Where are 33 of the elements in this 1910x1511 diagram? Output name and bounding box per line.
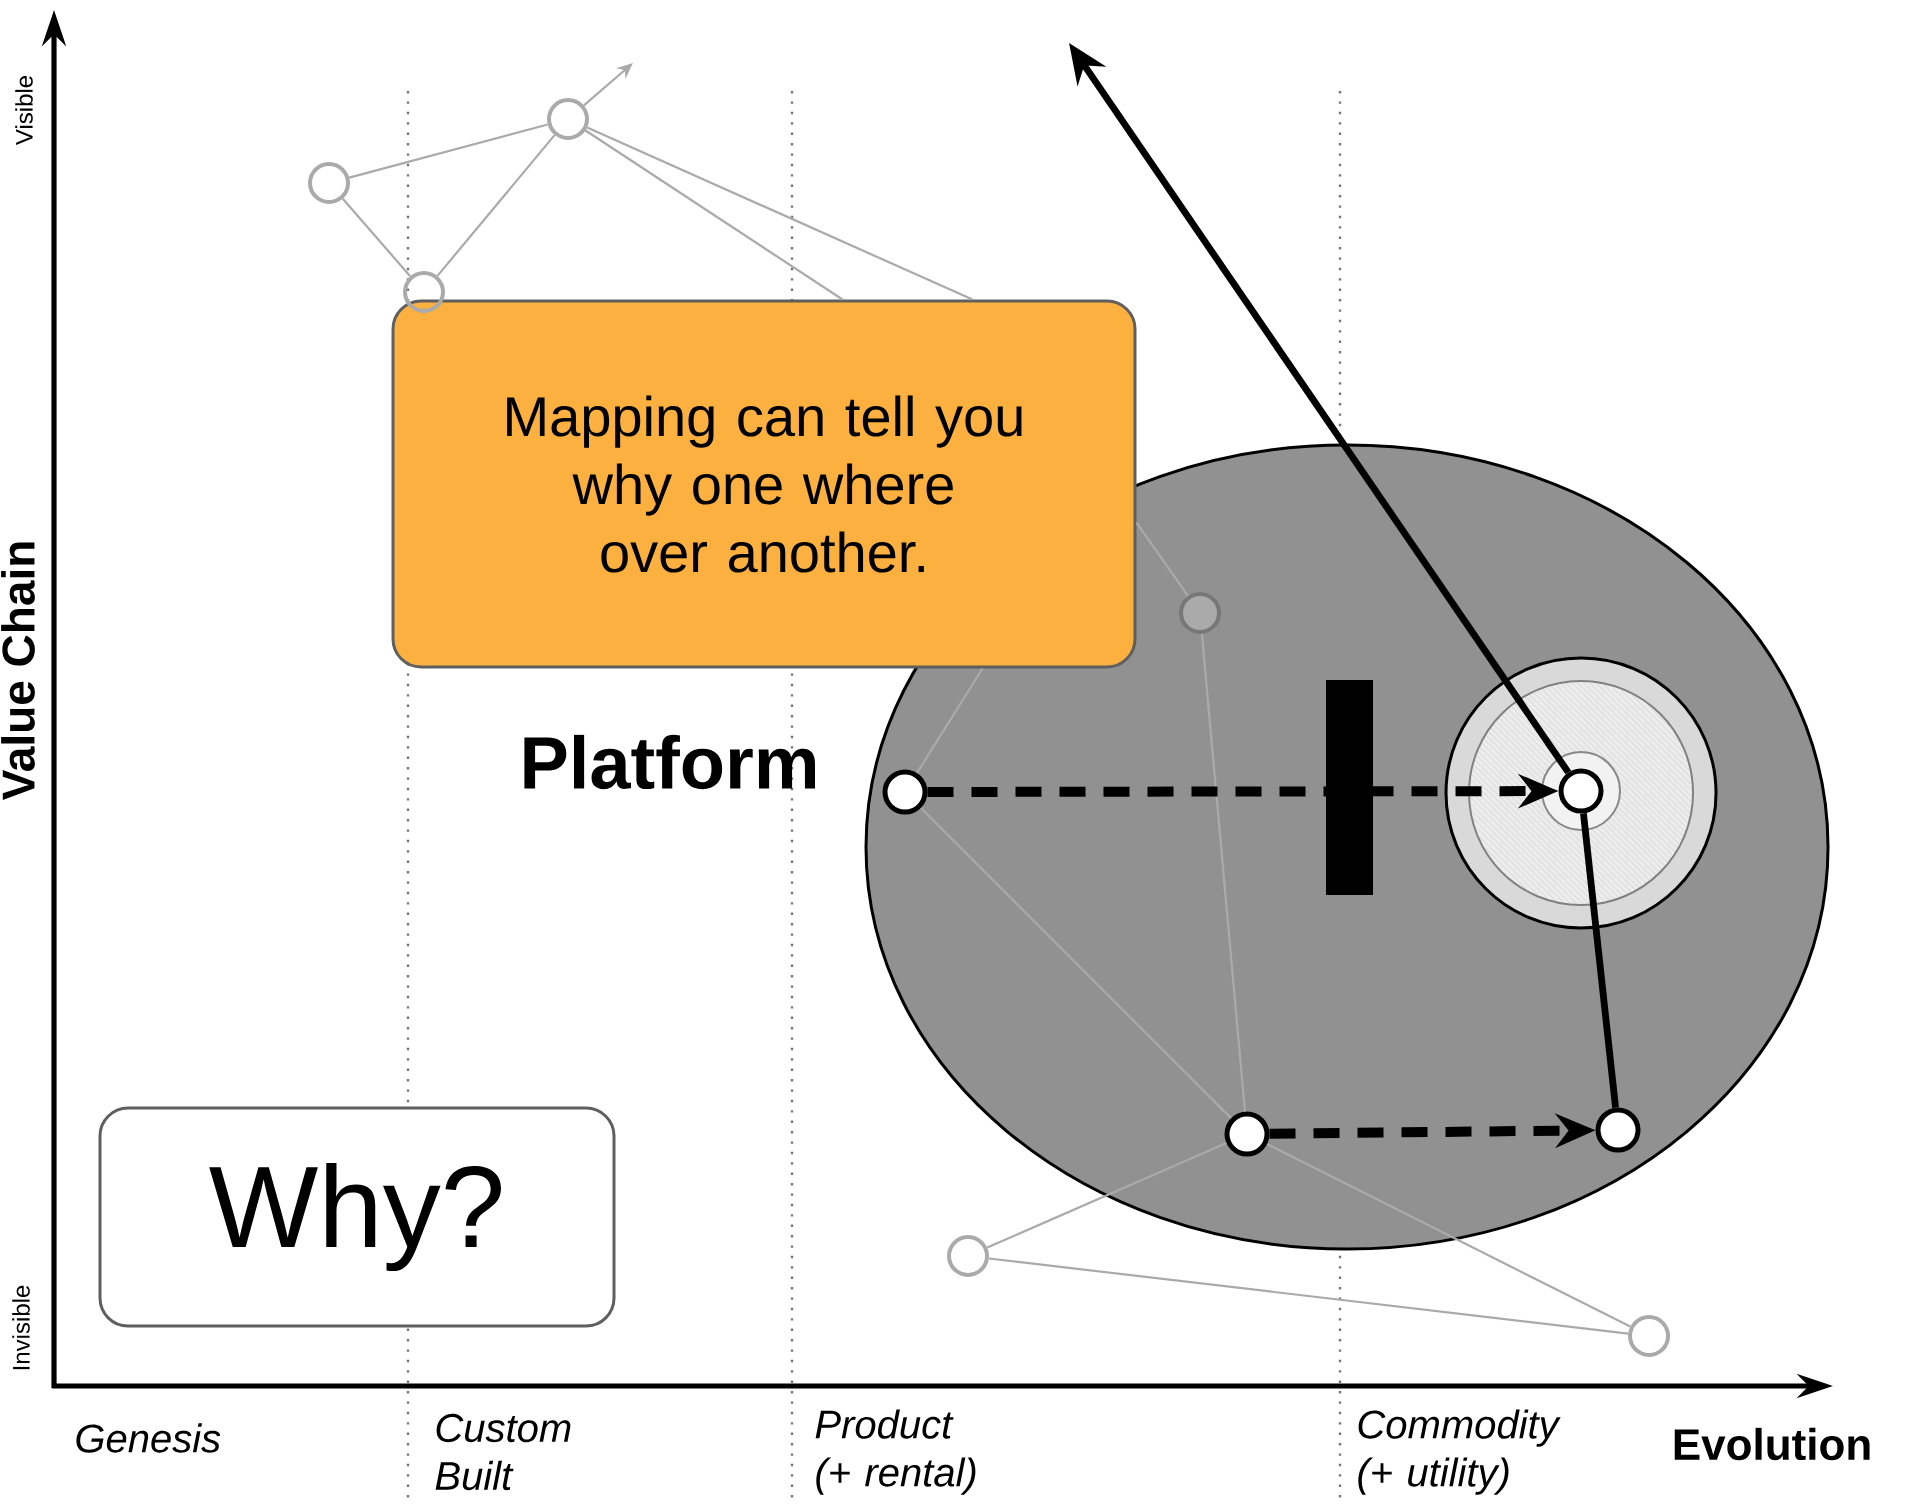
target-ring (1444, 656, 1718, 930)
component-circle (547, 98, 589, 140)
question-box: Why? (98, 1106, 616, 1328)
component-circle (947, 1235, 989, 1277)
link-line (986, 1142, 1227, 1249)
component-node (1224, 1111, 1270, 1157)
component-circle (308, 162, 350, 204)
arrow (583, 63, 633, 107)
axis-title: Value Chain (1, 542, 35, 801)
stage-label: Custom Built (435, 1413, 571, 1491)
link-line (349, 123, 548, 179)
component-circle (1628, 1315, 1670, 1357)
link-line (1266, 1143, 1631, 1328)
link-line (341, 198, 412, 277)
stage-label: Genesis (76, 1423, 221, 1453)
stage-label: Product (+ rental) (815, 1409, 976, 1495)
link-line (916, 667, 984, 774)
link-line (436, 134, 556, 277)
axis-label: Invisible (12, 1285, 30, 1370)
link-line (1200, 633, 1247, 1112)
node-label: Platform (524, 734, 815, 790)
callout-box: Mapping can tell you why one where over another. (391, 299, 1137, 669)
axis-title: Evolution (1674, 1427, 1870, 1461)
axis-label: Visible (15, 75, 33, 146)
stage-label: Commodity (+ utility) (1358, 1409, 1561, 1495)
link-line (1135, 521, 1189, 597)
component-node (1541, 751, 1621, 831)
link-line (586, 126, 973, 301)
component-circle (403, 271, 445, 313)
link-line (584, 129, 844, 301)
component-node (1595, 1107, 1641, 1153)
link-line (920, 807, 1232, 1119)
link-line (988, 1257, 1629, 1335)
